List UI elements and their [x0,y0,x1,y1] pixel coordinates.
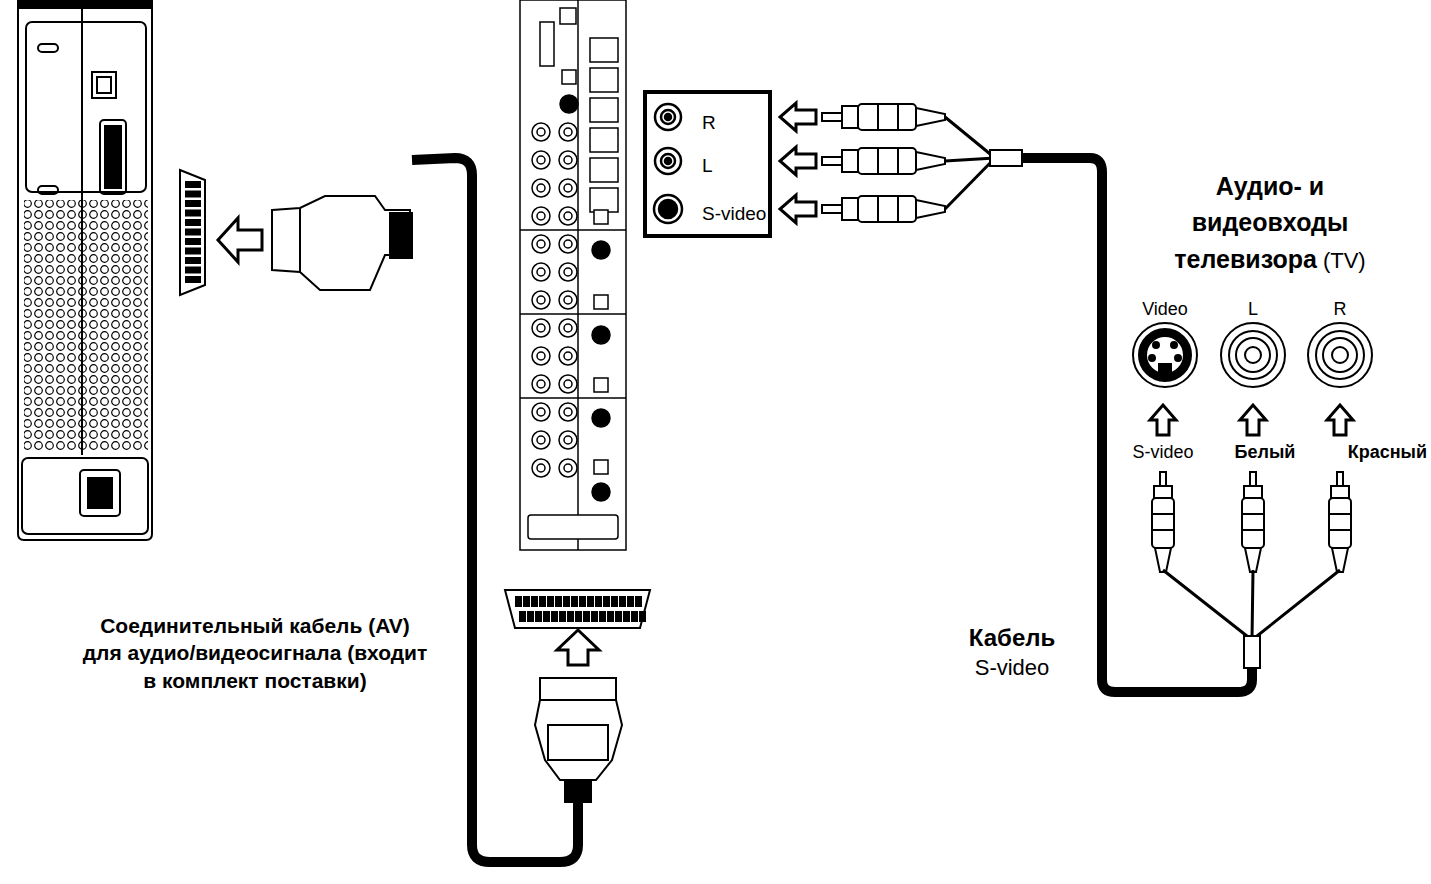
jack-label: S-video [702,204,766,223]
label: L [1248,298,1258,321]
label: R [1334,298,1347,321]
jack-icons [654,104,682,223]
jack-label: L [702,156,713,175]
av-connector-hub [505,590,650,802]
callout-box: R L S-video [643,90,772,238]
label: Аудио- и видеовходы телевизора [1174,172,1348,273]
label: (TV) [1323,248,1366,273]
label: Красный [1348,441,1427,464]
svideo-cable [945,117,1340,692]
tv-jacks [1133,323,1372,387]
cable-caption: Соединительный кабель (AV) для аудио/вид… [80,612,430,694]
console [18,0,152,540]
tv-heading: Аудио- и видеовходы телевизора(TV) [1135,168,1405,277]
av-connector [180,170,412,295]
label: Белый [1235,441,1296,464]
cable-label: S-video [975,654,1050,682]
label: S-video [1132,441,1193,464]
label: Video [1142,298,1188,321]
jack-label: R [702,113,716,132]
plugs [780,103,1353,572]
cable-label: Кабель [969,623,1055,653]
switch-box [520,0,626,550]
